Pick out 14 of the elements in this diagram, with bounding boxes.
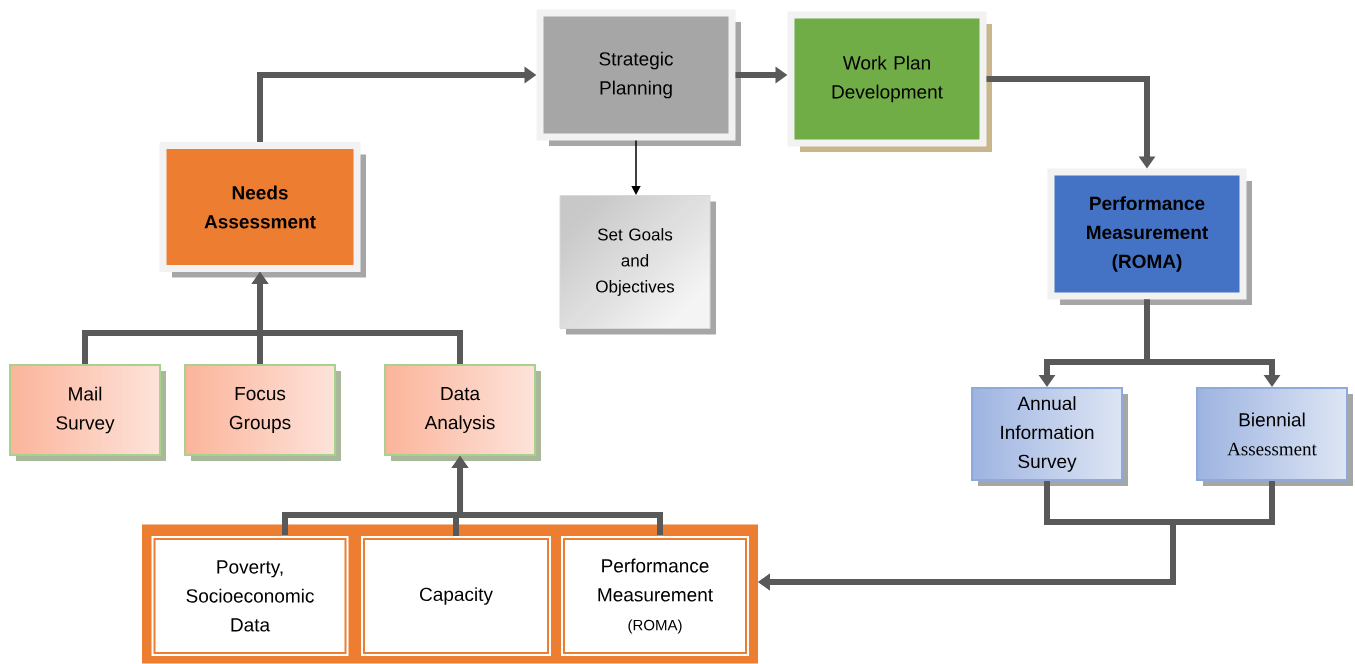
process-box: Poverty, Socioeconomic Data	[149, 534, 351, 658]
process-box: Biennial Assessment	[1196, 387, 1353, 486]
process-box: Performance Measurement (ROMA)	[1047, 168, 1252, 305]
process-box: Needs Assessment	[159, 142, 366, 278]
process-box: Data Analysis	[384, 364, 541, 461]
process-box: Annual Information Survey	[971, 387, 1128, 486]
arrow	[631, 139, 641, 195]
process-box: Mail Survey	[9, 364, 166, 461]
process-box: Focus Groups	[184, 364, 341, 461]
process-box: Capacity	[359, 534, 553, 658]
process-box: Performance Measurement (ROMA)	[559, 534, 751, 658]
process-box: Set Goals and Objectives	[559, 195, 716, 335]
process-box: Work Plan Development	[787, 11, 992, 152]
process-box: Strategic Planning	[536, 9, 741, 146]
